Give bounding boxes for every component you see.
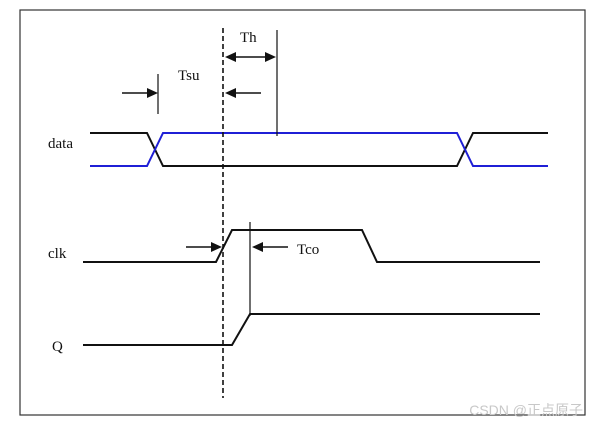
clk-signal-label: clk (48, 246, 67, 262)
th-arrow-right-head (265, 52, 276, 62)
tsu-label: Tsu (178, 68, 200, 84)
tsu-arrow-left-head (147, 88, 158, 98)
th-arrow-left-head (225, 52, 236, 62)
data-waveform-blue (90, 132, 548, 167)
q-waveform (83, 313, 540, 346)
clk-waveform (83, 229, 540, 263)
data-waveform-black (90, 132, 548, 167)
q-signal-label: Q (52, 339, 63, 355)
watermark-text: CSDN @正点原子 (469, 402, 583, 418)
tco-arrow-right-head (252, 242, 263, 252)
diagram-border (19, 9, 586, 416)
tco-label: Tco (297, 242, 319, 258)
data-signal-label: data (48, 136, 73, 152)
tsu-arrow-right-head (225, 88, 236, 98)
tco-arrow-left-head (211, 242, 222, 252)
th-label: Th (240, 30, 257, 46)
